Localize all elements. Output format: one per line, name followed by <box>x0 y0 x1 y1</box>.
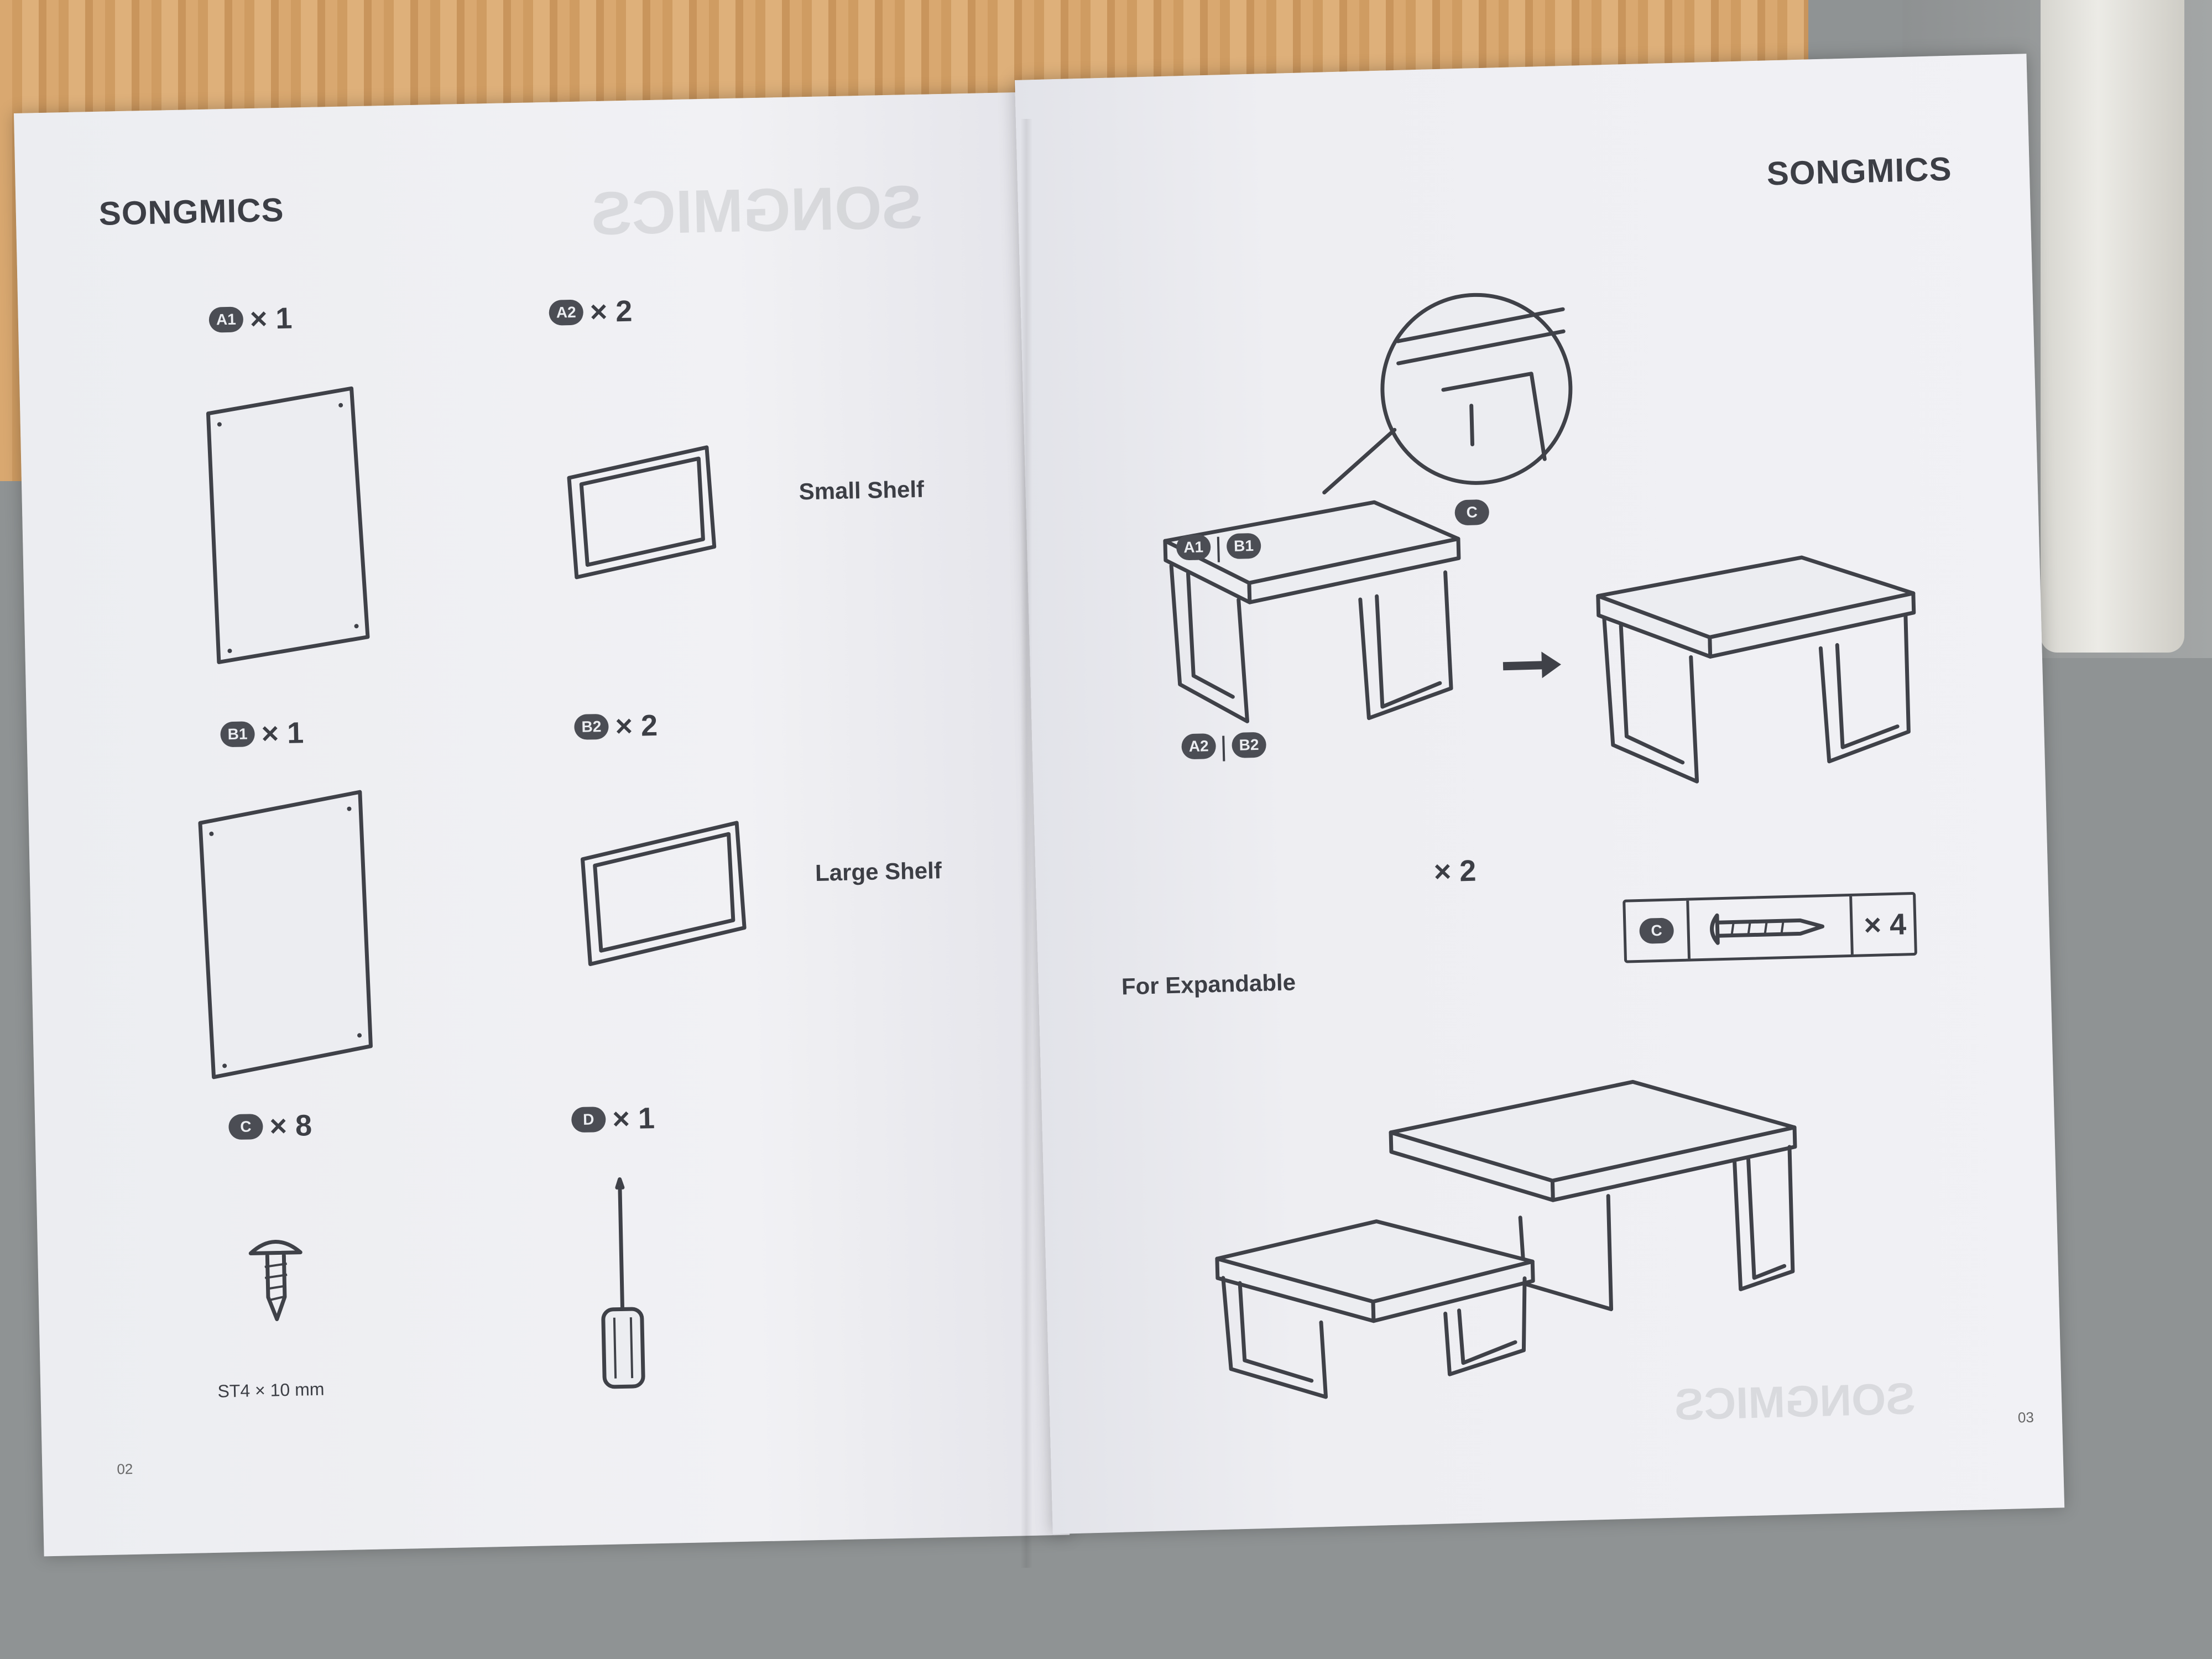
panel-b1-drawing <box>198 790 373 1079</box>
page-fold <box>1020 119 1032 1568</box>
expandable-shelf-drawing <box>1215 1079 1797 1399</box>
panel-a1-drawing <box>206 386 370 664</box>
label-c-zoom: C <box>1454 499 1490 526</box>
brand-logo-right: SONGMICS <box>1766 150 1953 192</box>
screw-side-icon <box>1710 913 1825 945</box>
part-b2-badge: B2 <box>573 713 609 740</box>
screw-requirement-box: C × 4 <box>1623 891 1917 963</box>
page-number-left: 02 <box>117 1460 133 1478</box>
part-a1-quantity: A1 × 1 <box>208 301 293 337</box>
manual-page-left: SONGMICS SONGMICS A1 × 1 A2 × 2 Small Sh… <box>14 92 1070 1557</box>
bleed-through-logo: SONGMICS <box>590 173 924 248</box>
leg-b2-drawing <box>580 821 747 967</box>
part-c-badge: C <box>228 1113 263 1140</box>
multiplier-label: × 2 <box>1433 854 1477 889</box>
screw-icon <box>248 1240 302 1322</box>
assembly-drawing <box>1163 293 1573 723</box>
part-a1-badge: A1 <box>208 306 244 333</box>
screw-box-quantity: × 4 <box>1863 907 1907 942</box>
label-a2-b2: A2 B2 <box>1181 732 1267 763</box>
part-d-badge: D <box>571 1106 606 1133</box>
label-a1-b1: A1 B1 <box>1176 533 1261 564</box>
small-shelf-label: Small Shelf <box>799 476 925 505</box>
screw-box-id: C <box>1626 917 1687 944</box>
part-b1-badge: B1 <box>220 721 255 748</box>
leg-a2-drawing <box>567 445 717 580</box>
manual-page-right: SONGMICS SONGMICS A1 B1 A2 B2 C <box>1015 54 2065 1535</box>
white-rail <box>2041 0 2184 653</box>
part-b1-quantity: B1 × 1 <box>220 716 304 752</box>
part-d-quantity: D × 1 <box>571 1101 655 1137</box>
page-number-right: 03 <box>2017 1408 2034 1426</box>
for-expandable-label: For Expandable <box>1121 969 1296 1000</box>
arrow-right-icon <box>1503 651 1561 679</box>
part-c-quantity: C × 8 <box>228 1108 312 1144</box>
screwdriver-icon <box>601 1177 645 1389</box>
part-b2-quantity: B2 × 2 <box>573 708 658 744</box>
large-shelf-label: Large Shelf <box>815 857 942 886</box>
part-a2-quantity: A2 × 2 <box>549 294 633 330</box>
finished-shelf-drawing <box>1596 555 1916 784</box>
part-a2-badge: A2 <box>549 299 584 326</box>
screw-spec-label: ST4 × 10 mm <box>217 1379 325 1401</box>
brand-logo: SONGMICS <box>98 191 285 232</box>
